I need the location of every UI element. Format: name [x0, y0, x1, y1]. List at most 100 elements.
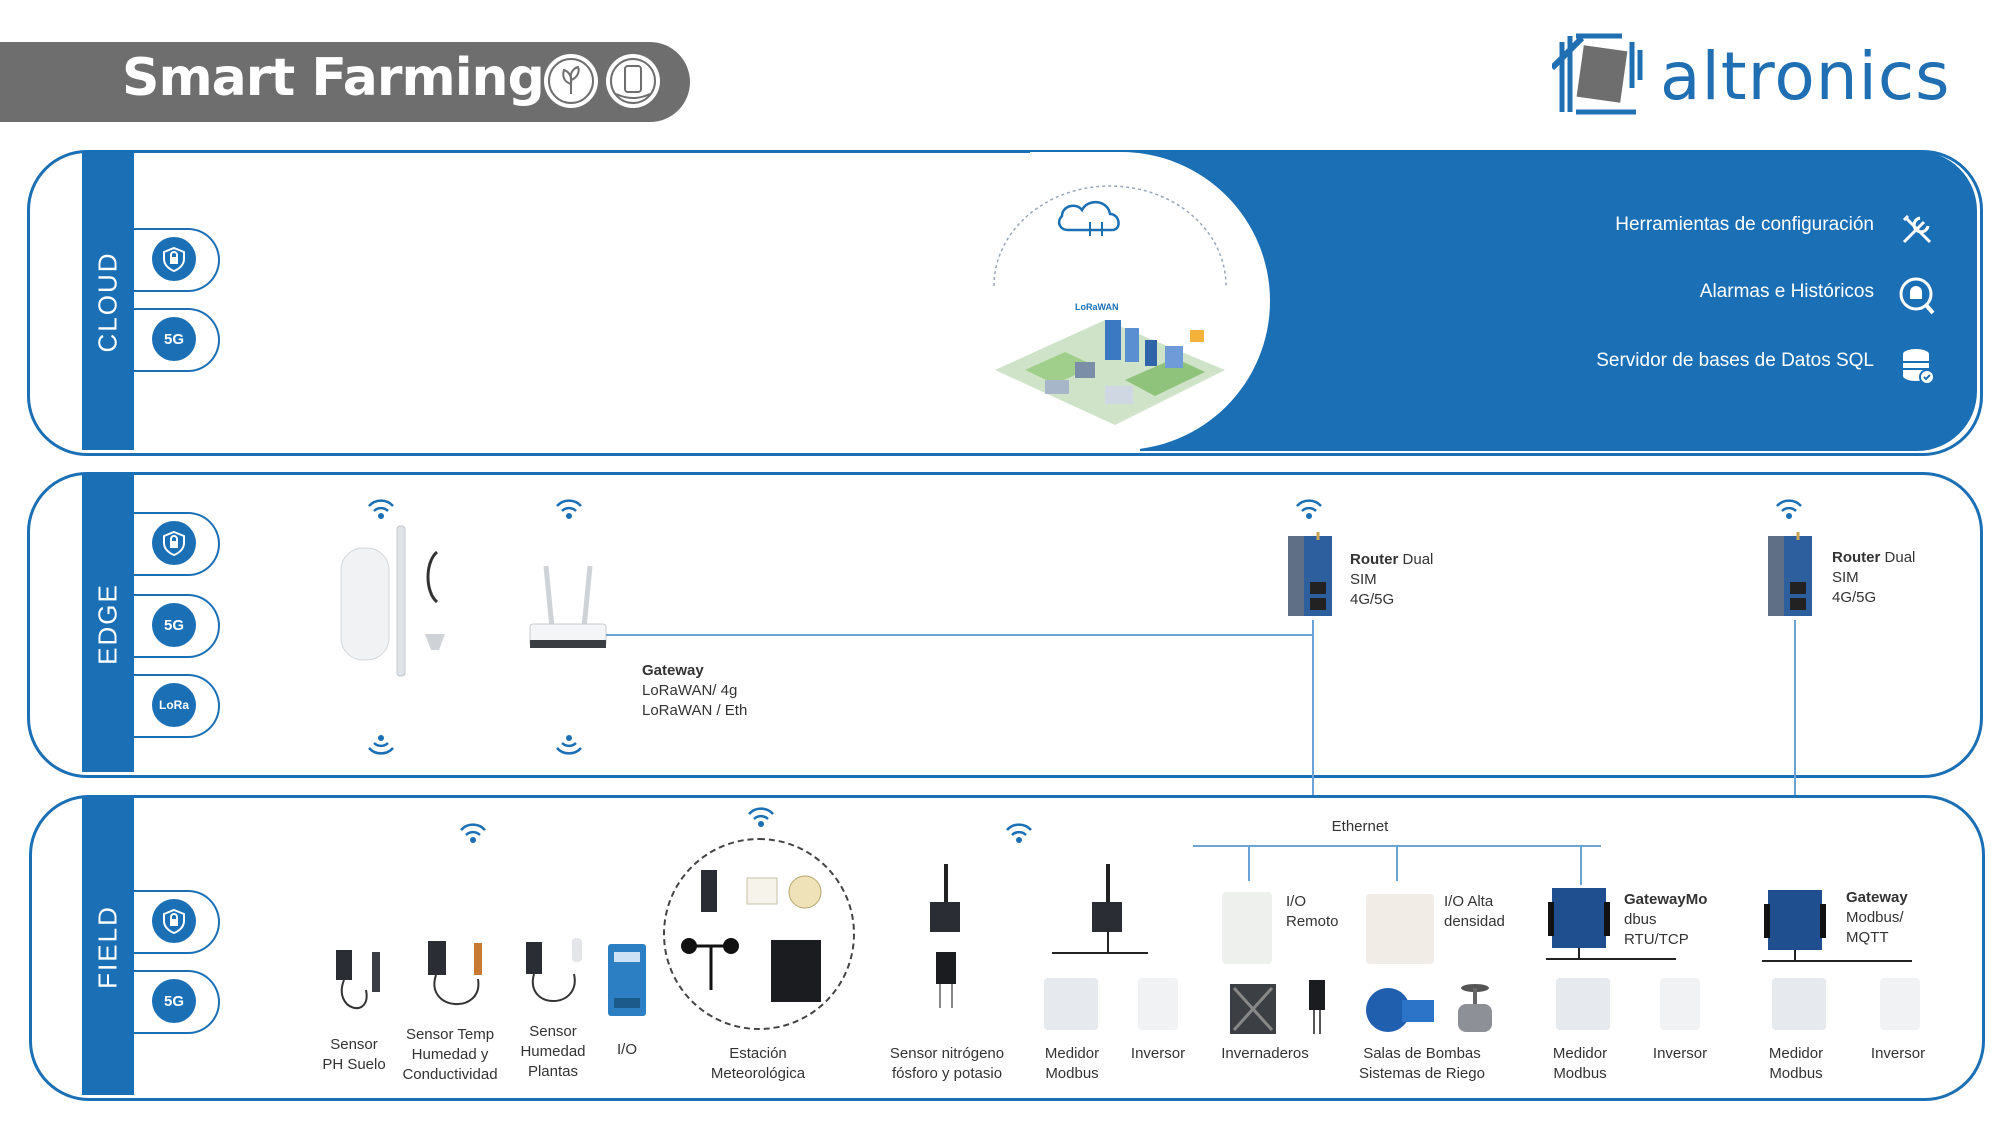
wifi-icon — [554, 734, 584, 756]
npk-sensor-image — [920, 862, 970, 1012]
5g-icon: 5G — [152, 979, 196, 1023]
cloud-lock-badge — [134, 228, 220, 292]
plant-humidity-sensor-image — [516, 918, 596, 1018]
field-band: FIELD — [82, 798, 134, 1095]
field-label: FIELD — [92, 904, 123, 989]
router2-label: Router Dual SIM 4G/5G — [1832, 548, 1915, 608]
lorawan-gateway-image — [528, 562, 608, 662]
router1-ethernet-link — [1312, 620, 1314, 845]
remote-io-image — [1222, 892, 1272, 964]
wifi-icon — [554, 498, 584, 520]
5g-icon: 5G — [152, 317, 196, 361]
router2-title: Router — [1832, 549, 1881, 566]
inverter-image — [1880, 978, 1920, 1030]
lock-shield-icon — [152, 899, 196, 943]
high-density-io-image — [1366, 894, 1434, 964]
router2-rest: Dual — [1884, 549, 1916, 566]
modbus2-wire — [1762, 960, 1912, 962]
gateway-line1: LoRaWAN/ 4g — [642, 682, 738, 699]
wifi-icon — [1004, 822, 1034, 844]
mobile-device-icon — [606, 54, 660, 108]
cloud-services-area — [1140, 151, 1977, 451]
greenhouse-sensor-image — [1306, 978, 1328, 1036]
router1-title: Router — [1350, 551, 1399, 568]
water-pump-image — [1358, 982, 1438, 1038]
gateway-router-link — [606, 634, 1314, 636]
wifi-icon — [458, 822, 488, 844]
edge-lora-badge: LoRa — [134, 674, 220, 738]
ethernet-label: Ethernet — [1331, 818, 1389, 835]
router2-line3: 4G/5G — [1832, 589, 1877, 606]
edge-panel — [27, 472, 1983, 778]
inverter-image — [1660, 978, 1700, 1030]
weather-station-circle — [663, 838, 855, 1030]
lorawan-logo: LoRaWAN — [1075, 302, 1119, 312]
edge-5g-badge: 5G — [134, 594, 220, 658]
lock-shield-icon — [152, 237, 196, 281]
edge-band: EDGE — [82, 475, 134, 772]
service-sql-label: Servidor de bases de Datos SQL — [1596, 350, 1874, 371]
service-config-label: Herramientas de configuración — [1615, 214, 1874, 235]
ph-sensor-image — [322, 930, 392, 1030]
wifi-icon — [1294, 498, 1324, 520]
5g-icon: 5G — [152, 603, 196, 647]
io-label: I/O — [616, 1041, 637, 1058]
meter-image — [1772, 978, 1826, 1030]
lora-icon: LoRa — [152, 683, 196, 727]
greenhouses-label: Invernaderos — [1221, 1045, 1309, 1062]
cloud-dome-icon — [990, 178, 1230, 288]
gateway-label: Gateway LoRaWAN/ 4g LoRaWAN / Eth — [642, 661, 747, 721]
service-alarms-label: Alarmas e Históricos — [1699, 281, 1874, 302]
router2-gateway-link — [1794, 620, 1796, 890]
io-module-image — [604, 940, 650, 1020]
router1-line3: 4G/5G — [1350, 591, 1395, 608]
lorawan-antenna-kit-image — [325, 522, 470, 682]
lock-shield-icon — [152, 521, 196, 565]
router1-line2: SIM — [1350, 571, 1377, 588]
wifi-icon — [366, 734, 396, 756]
ethernet-drop-1 — [1248, 845, 1250, 881]
edge-label: EDGE — [92, 582, 123, 665]
ethernet-drop-2 — [1396, 845, 1398, 881]
ethernet-drop-3 — [1580, 845, 1582, 885]
inverter1-label: Inversor — [1130, 1045, 1186, 1062]
field-5g-badge: 5G — [134, 970, 220, 1034]
alarm-bell-search-icon[interactable] — [1898, 276, 1936, 316]
meter-image — [1556, 978, 1610, 1030]
valve-image — [1454, 982, 1496, 1038]
meter-image — [1044, 978, 1098, 1030]
page-title: Smart Farming — [122, 48, 545, 108]
temp-humidity-sensor-image — [414, 915, 514, 1025]
field-lock-badge — [134, 890, 220, 954]
modbus-gateway2-image — [1762, 884, 1828, 960]
inverter-image — [1138, 978, 1178, 1030]
wifi-icon — [366, 498, 396, 520]
router2-image — [1764, 530, 1820, 620]
router2-line2: SIM — [1832, 569, 1859, 586]
tools-icon[interactable] — [1898, 210, 1936, 248]
modbus-gateway1-image — [1546, 882, 1612, 958]
plant-globe-icon — [544, 54, 598, 108]
fan-image — [1228, 982, 1278, 1036]
brand-name: altronics — [1660, 38, 1951, 115]
wifi-icon — [746, 806, 776, 828]
database-icon[interactable] — [1900, 346, 1936, 386]
field-panel — [29, 795, 1985, 1101]
inverter3-label: Inversor — [1870, 1045, 1926, 1062]
inverter2-label: Inversor — [1652, 1045, 1708, 1062]
cloud-label: CLOUD — [92, 250, 123, 353]
modbus-wire — [1052, 952, 1148, 954]
